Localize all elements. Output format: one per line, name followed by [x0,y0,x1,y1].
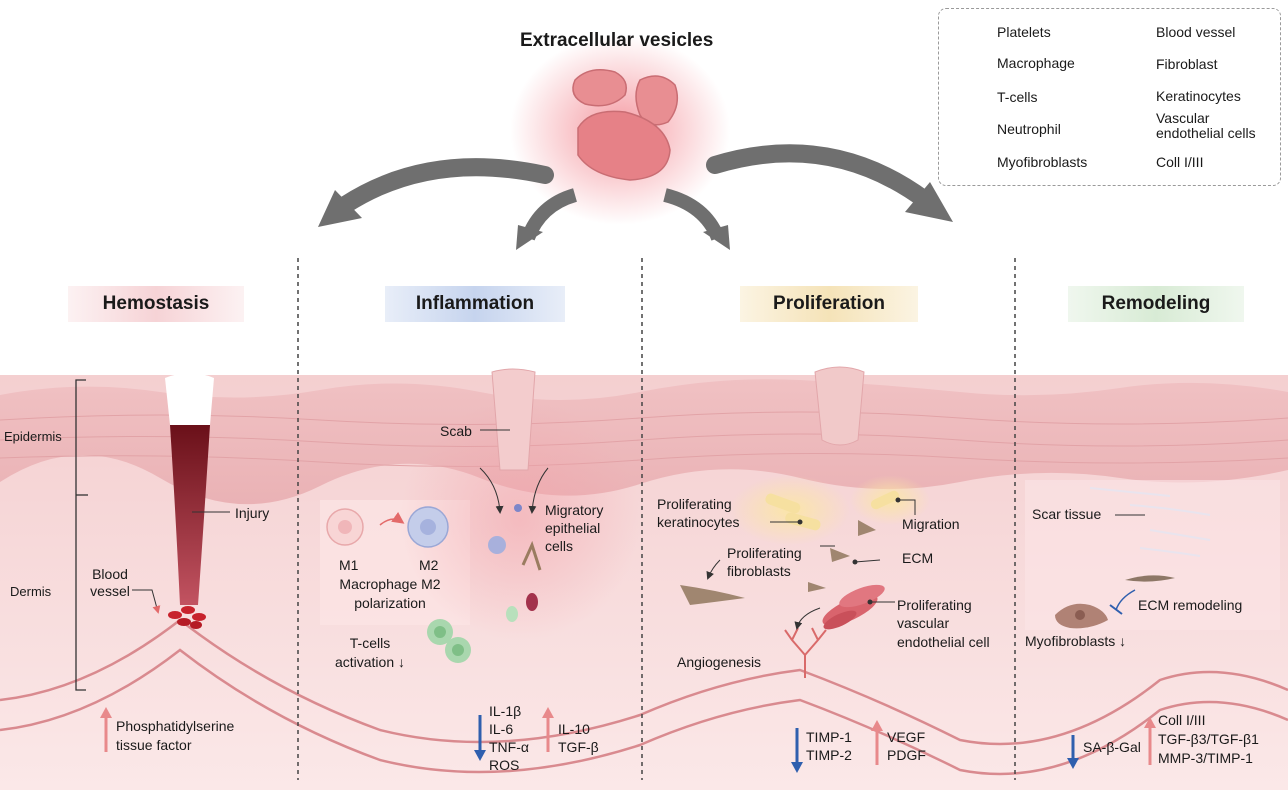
vessel-line-lower [0,648,1288,776]
legend-label-neutrophil: Neutrophil [997,121,1061,137]
factor-ros: ROS [489,757,520,773]
up-arrow-icon [1144,717,1156,765]
factor-timp-1: TIMP-1 [806,729,852,745]
layer-label-dermis: Dermis [10,584,52,599]
label-epithelial: epithelial [545,520,601,536]
up-arrow-icon [871,720,883,765]
legend-label-myofibroblasts: Myofibroblasts [997,154,1088,170]
vessel-line-upper [0,618,1288,746]
down-arrow-icon [474,715,486,761]
factor-tgf-b3-b1: TGF-β3/TGF-β1 [1158,731,1259,747]
phase-title-inflammation: Inflammation [385,286,565,322]
label-m2: M2 [419,557,439,573]
label-proliferating-keratinocytes-2: keratinocytes [657,514,740,530]
down-arrow-icon [791,728,803,773]
legend-label-endothelial: endothelial cells [1156,125,1256,141]
label-t-cells: T-cells [349,635,391,651]
phase-title-hemostasis: Hemostasis [68,286,244,322]
layer-label-epidermis: Epidermis [4,429,62,444]
factor-vegf: VEGF [887,729,926,745]
platelet-cluster-icon [168,606,206,629]
diagram-title: Extracellular vesicles [520,30,714,51]
endothelial-cell-group [822,584,885,630]
label-ecm-remodeling: ECM remodeling [1138,597,1243,613]
factor-sa-b-gal: SA-β-Gal [1083,739,1141,755]
factor-phosphatidylserine: Phosphatidylserine [116,718,235,734]
legend-label-t-cells: T-cells [997,89,1038,105]
myofibroblast-icon [1055,603,1108,629]
factor-tissue-factor: tissue factor [116,737,192,753]
fibroblast-group [680,520,876,605]
scab-icon [491,368,536,471]
blood-vessel-icon [784,627,827,678]
factor-coll: Coll I/III [1158,712,1206,728]
factor-timp-2: TIMP-2 [806,747,852,763]
factor-tgf-b: TGF-β [558,739,599,755]
label-myofibroblasts: Myofibroblasts ↓ [1025,633,1127,649]
legend-label-keratinocytes: Keratinocytes [1156,88,1241,104]
label-migration: Migration [902,516,960,532]
label-macrophage-m2: Macrophage M2 [339,576,441,592]
factor-il-10: IL-10 [558,721,590,737]
factor-mmp3-timp1: MMP-3/TIMP-1 [1158,750,1253,766]
label-proliferating-vascular-1: Proliferating [897,597,972,613]
label-migratory: Migratory [545,502,604,518]
keratinocyte-group [765,490,900,531]
label-polarization: polarization [354,595,426,611]
macrophage-icon [488,536,506,554]
label-cells: cells [545,538,574,554]
label-proliferating-vascular-2: vascular [897,615,950,631]
legend-label-collagen: Coll I/III [1156,154,1204,170]
label-scar-tissue: Scar tissue [1032,506,1102,522]
legend-label-macrophage: Macrophage [997,55,1075,71]
label-blood: Blood [92,566,128,582]
label-proliferating-fibroblasts-1: Proliferating [727,545,802,561]
label-proliferating-fibroblasts-2: fibroblasts [727,563,791,579]
factor-tnf-a: TNF-α [489,739,529,755]
wound-icon [170,425,210,605]
up-arrow-icon [542,707,554,752]
epidermis-layer [0,379,1288,505]
legend-label-platelets: Platelets [997,24,1051,40]
label-injury: Injury [235,505,270,521]
phase-title-remodeling: Remodeling [1068,286,1244,322]
label-angiogenesis: Angiogenesis [677,654,762,670]
neutrophil-icon [526,593,538,611]
label-m1: M1 [339,557,359,573]
up-arrow-icon [100,707,112,752]
legend-label-vascular: Vascular [1156,110,1210,126]
label-ecm: ECM [902,550,934,566]
legend-label-fibroblast: Fibroblast [1156,56,1218,72]
legend-label-blood-vessel: Blood vessel [1156,24,1236,40]
factor-pdgf: PDGF [887,747,926,763]
label-proliferating-vascular-3: endothelial cell [897,634,990,650]
label-vessel: vessel [90,583,130,599]
phase-title-proliferation: Proliferation [740,286,918,322]
label-proliferating-keratinocytes-1: Proliferating [657,496,732,512]
label-scab: Scab [440,423,472,439]
factor-il-6: IL-6 [489,721,514,737]
legend-box [938,8,1281,186]
label-activation: activation ↓ [334,654,406,670]
down-arrow-icon [1067,735,1079,769]
factor-il-1b: IL-1β [489,703,522,719]
scar-fibers [1089,487,1211,557]
extracellular-vesicles-icon [572,69,679,181]
